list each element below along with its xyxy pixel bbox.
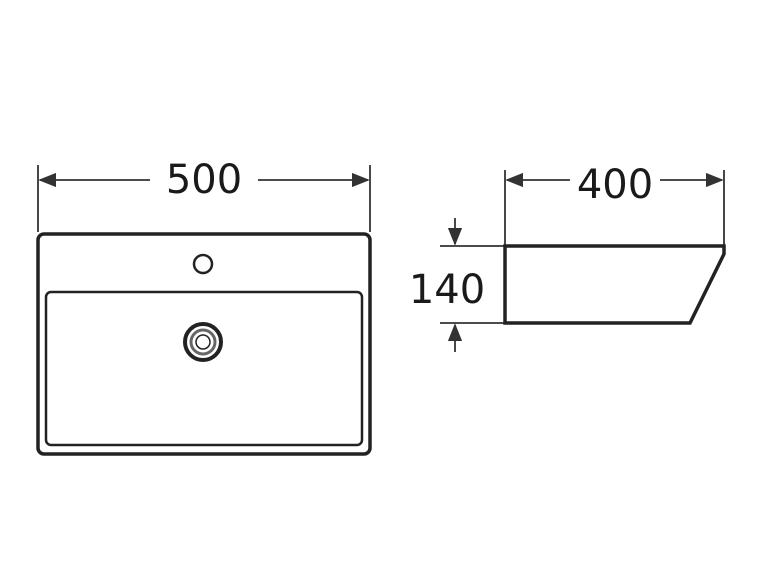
basin-outer-rim <box>36 232 372 456</box>
height-label: 140 <box>409 267 485 313</box>
drain-icon <box>183 322 223 362</box>
basin-inner-bowl <box>44 290 364 447</box>
faucet-hole <box>192 253 214 275</box>
basin-side-profile <box>503 244 726 325</box>
width-dimension: 500 <box>37 157 371 232</box>
top-view: 500 <box>36 157 372 456</box>
height-dimension: 140 <box>409 218 505 352</box>
depth-dimension: 400 <box>504 162 725 245</box>
width-label: 500 <box>166 157 242 203</box>
depth-label: 400 <box>577 162 653 208</box>
side-view: 400 140 <box>409 162 726 352</box>
